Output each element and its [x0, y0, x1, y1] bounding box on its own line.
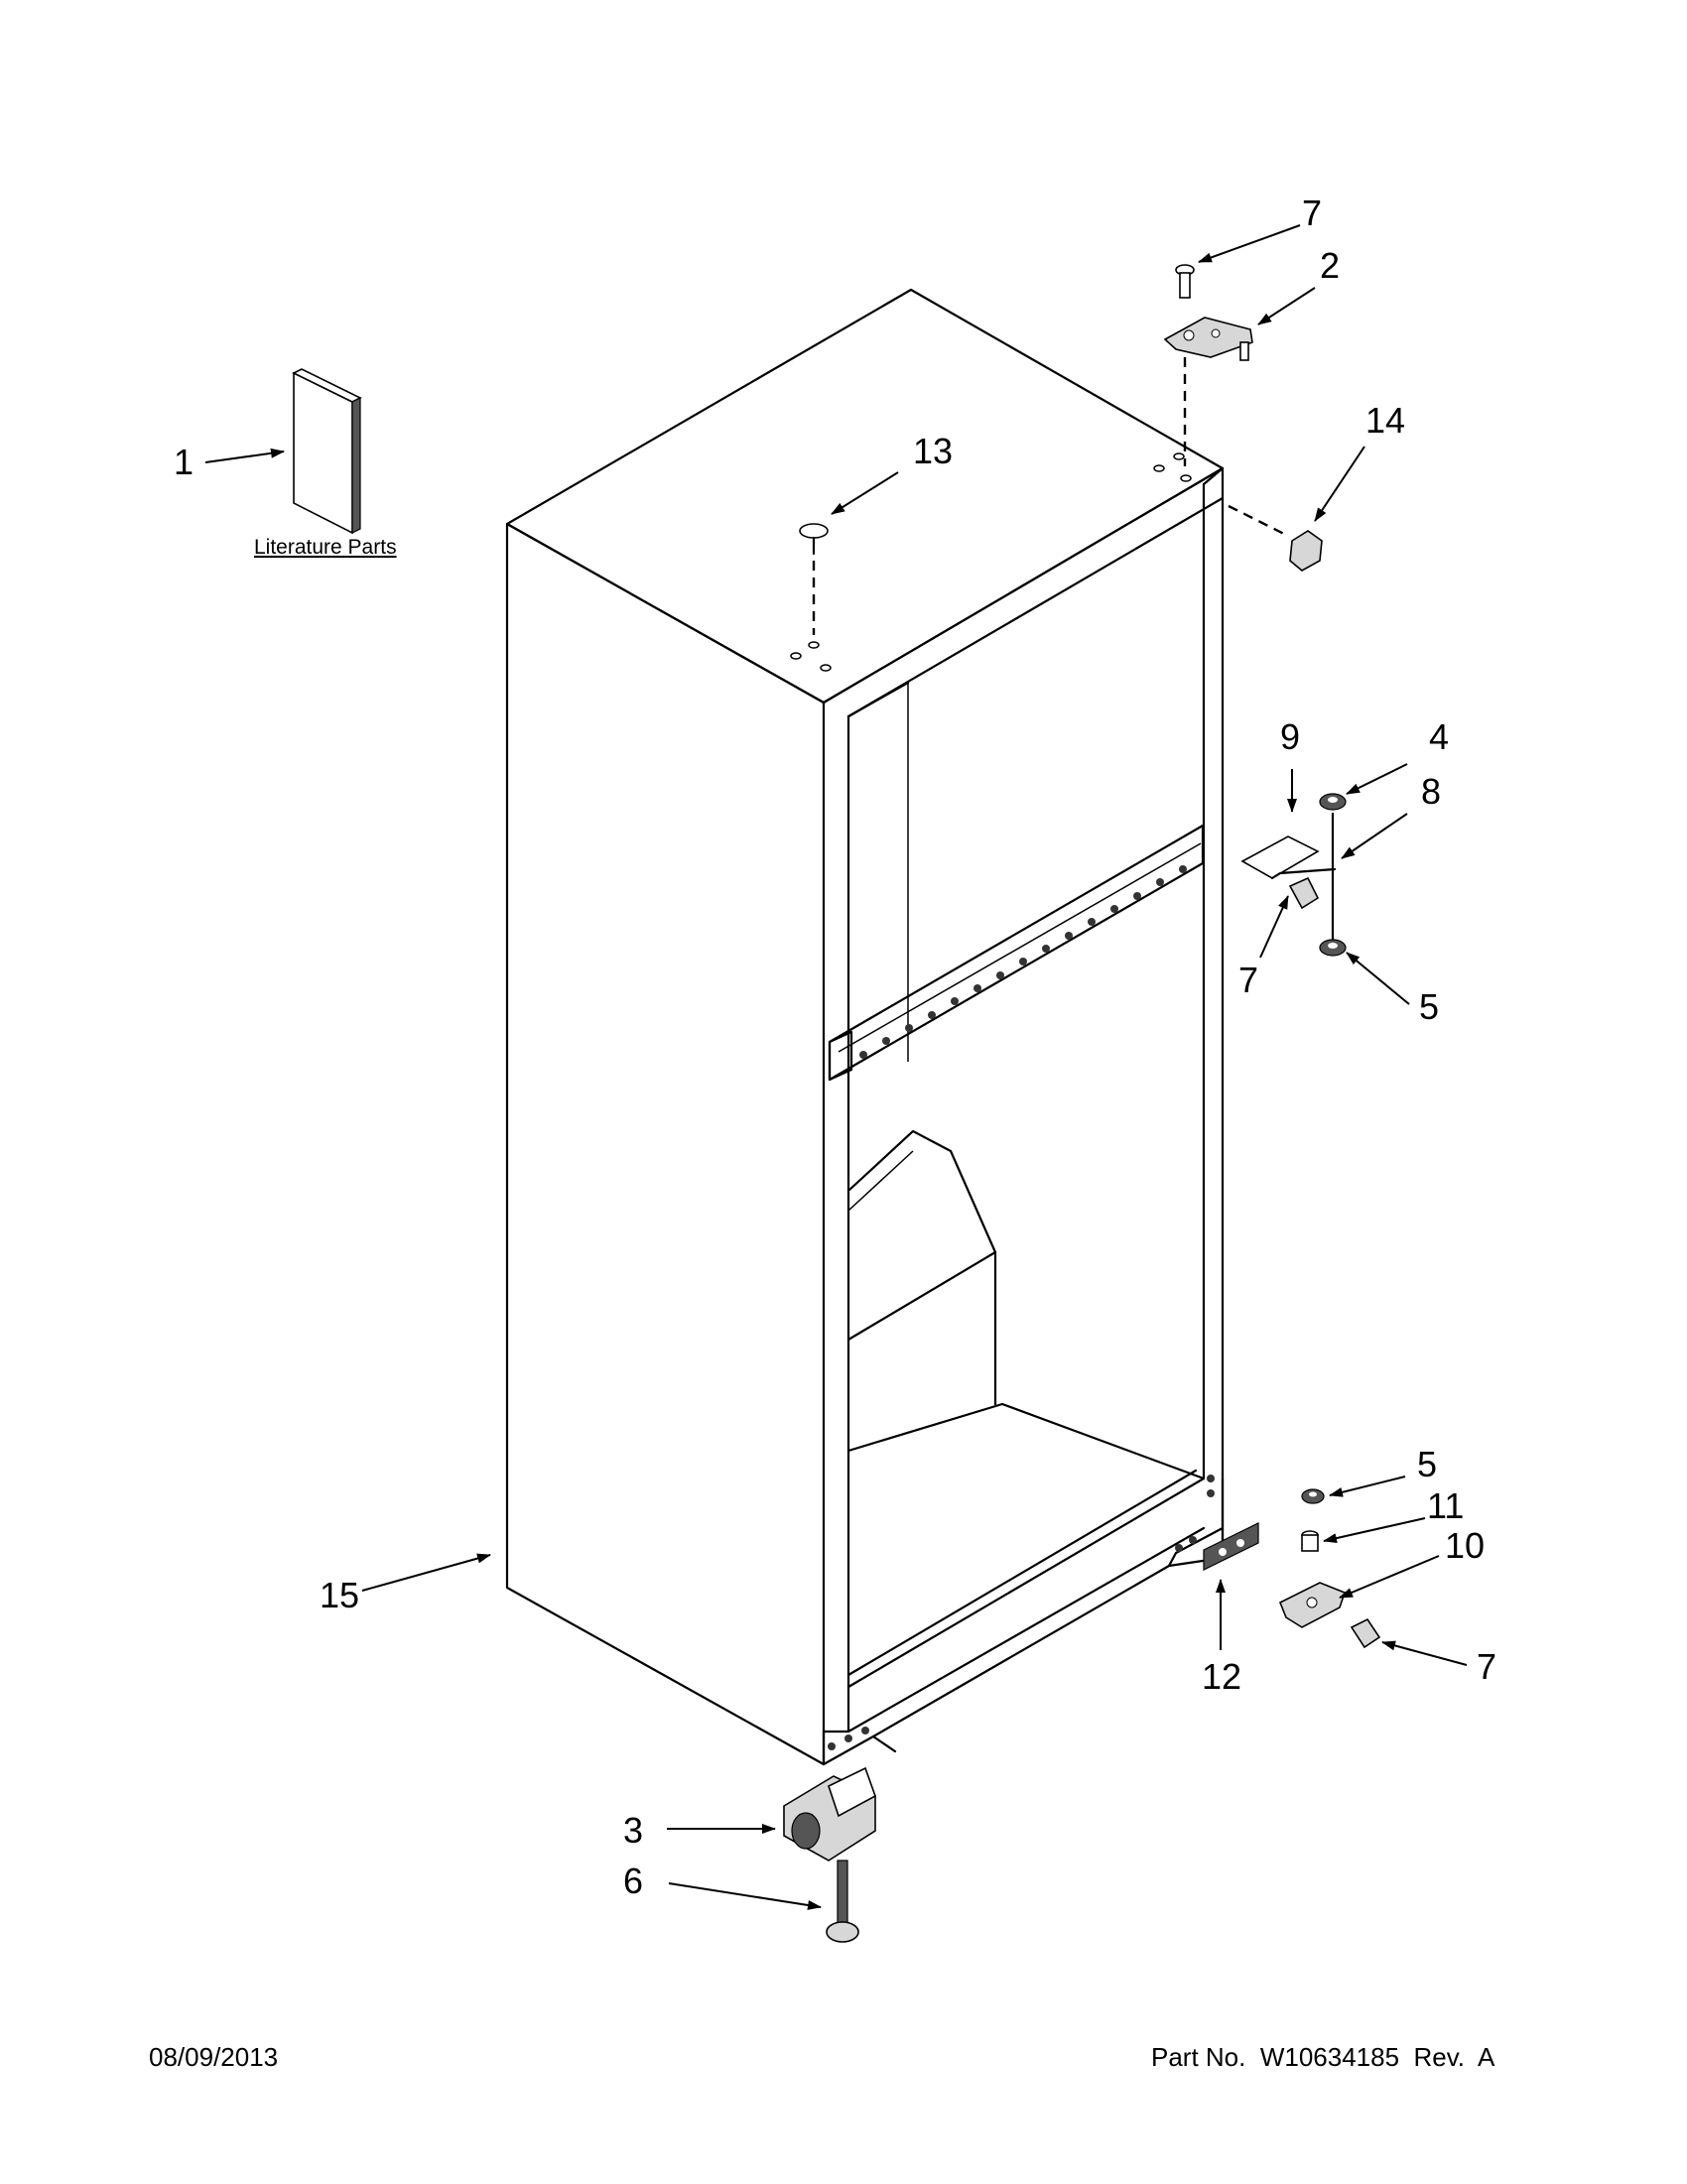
callout-numbers: 1 2 7 14 13 9 4 8 7 5 5 11 10 7 12 15 3 … [174, 193, 1496, 1901]
top-hinge-screw [1175, 264, 1195, 299]
bottom-hinge [1278, 1582, 1346, 1628]
callout-6: 6 [623, 1861, 643, 1901]
top-plug [799, 523, 829, 556]
bottom-hinge-screw [1350, 1617, 1381, 1649]
callout-7-middle: 7 [1238, 960, 1258, 1000]
callout-8: 8 [1421, 771, 1441, 812]
footer-part-number: Part No. W10634185 Rev. A [1151, 2042, 1495, 2072]
callout-3: 3 [623, 1810, 643, 1851]
callout-15: 15 [320, 1575, 359, 1615]
washer-lower [1319, 939, 1347, 957]
hinge-cover [1289, 530, 1323, 572]
callout-11: 11 [1427, 1485, 1464, 1526]
hinge-shim [1203, 1522, 1259, 1571]
literature-booklet [292, 368, 362, 535]
callout-10: 10 [1445, 1525, 1485, 1566]
hinge-pin [1301, 1530, 1319, 1552]
callout-14: 14 [1365, 400, 1405, 441]
callout-2: 2 [1320, 245, 1340, 286]
callout-5-lower: 5 [1417, 1444, 1437, 1484]
callout-13: 13 [913, 431, 953, 471]
callout-1: 1 [174, 442, 194, 482]
callout-12: 12 [1202, 1656, 1241, 1697]
center-hinge [1240, 835, 1337, 880]
callout-9: 9 [1280, 716, 1300, 757]
refrigerator-cabinet [505, 288, 1225, 1766]
callout-7-top: 7 [1302, 193, 1322, 233]
callout-5-upper: 5 [1419, 986, 1439, 1027]
washer-upper [1319, 793, 1347, 811]
callout-4: 4 [1429, 716, 1449, 757]
leveling-leg [826, 1860, 859, 1943]
footer-date: 08/09/2013 [149, 2042, 278, 2072]
washer-bottom [1301, 1488, 1325, 1504]
roller-assembly [783, 1766, 876, 1862]
leader-lines [204, 224, 1468, 1910]
literature-parts-label: Literature Parts [254, 536, 397, 559]
center-hinge-screw [1288, 876, 1320, 910]
callout-7-bottom: 7 [1477, 1646, 1496, 1687]
top-hinge [1163, 317, 1253, 361]
